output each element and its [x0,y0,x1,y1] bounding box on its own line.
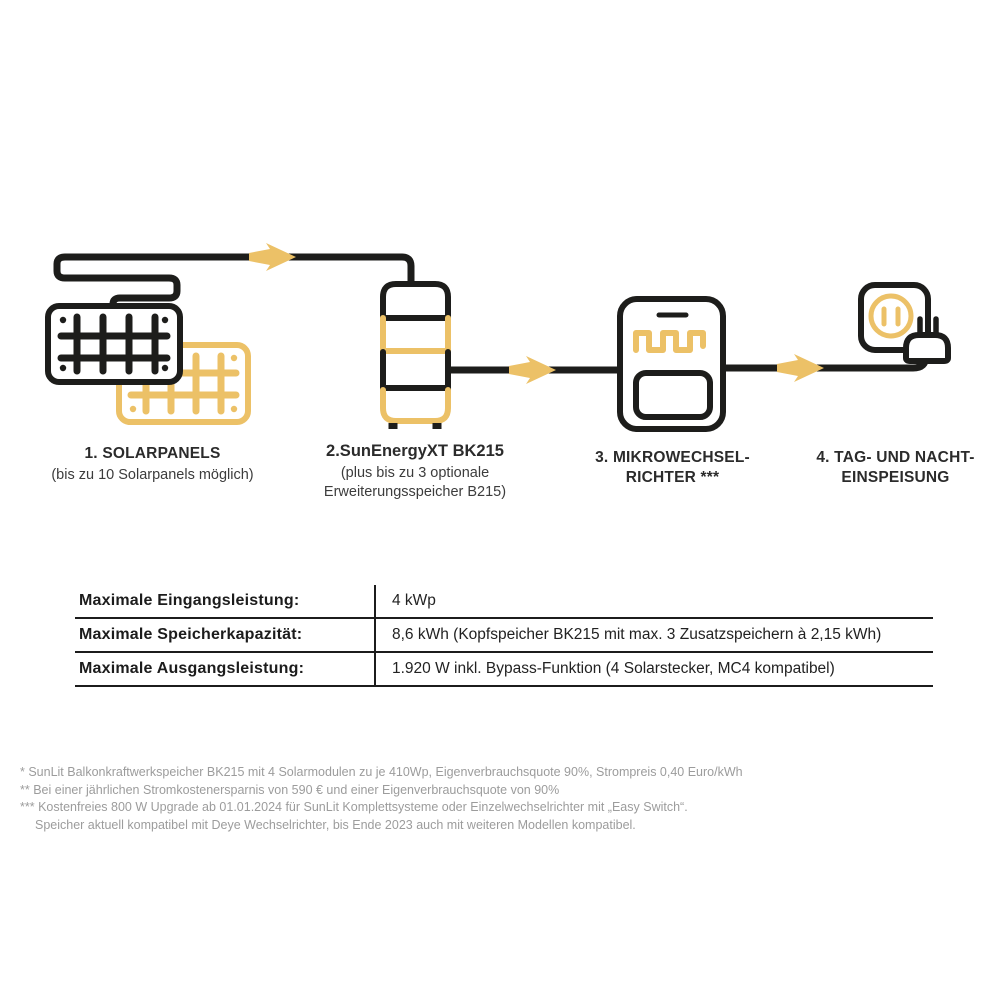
step-label-microinverter: 3. MIKROWECHSEL- RICHTER *** [580,448,765,488]
spec-label: Maximale Ausgangsleistung: [79,660,305,677]
step-title: 1. SOLARPANELS [84,445,221,462]
spec-value: 1.920 W inkl. Bypass-Funktion (4 Solarst… [374,653,933,685]
flow-arrow-icon [777,354,824,382]
step-title: 2.SunEnergyXT BK215 [326,442,504,460]
battery-storage-tower-icon [380,281,451,429]
spec-label: Maximale Eingangsleistung: [79,592,300,609]
step-title-line2: EINSPEISUNG [841,469,950,487]
footnotes: * SunLit Balkonkraftwerkspeicher BK215 m… [20,764,960,835]
spec-value: 8,6 kWh (Kopfspeicher BK215 mit max. 3 Z… [374,619,933,651]
table-row: Maximale Ausgangsleistung: 1.920 W inkl.… [75,653,933,687]
solar-panel-icon [45,303,183,385]
microinverter-icon [617,296,726,432]
step-subtitle: (bis zu 10 Solarpanels möglich) [51,467,254,484]
spec-label: Maximale Speicherkapazität: [79,626,303,643]
step-subtitle: (plus bis zu 3 optionale Erweiterungsspe… [323,465,507,500]
footnote-3: *** Kostenfreies 800 W Upgrade ab 01.01.… [20,800,688,815]
step-label-solarpanels: 1. SOLARPANELS (bis zu 10 Solarpanels mö… [40,444,265,485]
table-row: Maximale Speicherkapazität: 8,6 kWh (Kop… [75,619,933,653]
spec-table: Maximale Eingangsleistung: 4 kWp Maximal… [75,585,933,687]
step-label-einspeisung: 4. TAG- UND NACHT- EINSPEISUNG [798,448,993,488]
flow-arrow-icon [249,243,296,271]
step-label-storage: 2.SunEnergyXT BK215 (plus bis zu 3 optio… [300,441,530,502]
square-wave-icon [633,330,706,353]
power-plug-icon [903,316,951,364]
cable-wire [53,253,415,314]
step-title-line2: RICHTER *** [625,469,720,487]
footnote-3-continued: Speicher aktuell kompatibel mit Deye Wec… [35,817,636,832]
footnote-1: * SunLit Balkonkraftwerkspeicher BK215 m… [20,765,743,779]
footnote-2: ** Bei einer jährlichen Stromkostenerspa… [20,782,560,797]
step-title: 4. TAG- UND NACHT- [816,449,975,466]
step-title: 3. MIKROWECHSEL- [595,449,750,466]
table-row: Maximale Eingangsleistung: 4 kWp [75,585,933,619]
flow-arrow-icon [509,356,556,384]
spec-value: 4 kWp [374,585,933,617]
